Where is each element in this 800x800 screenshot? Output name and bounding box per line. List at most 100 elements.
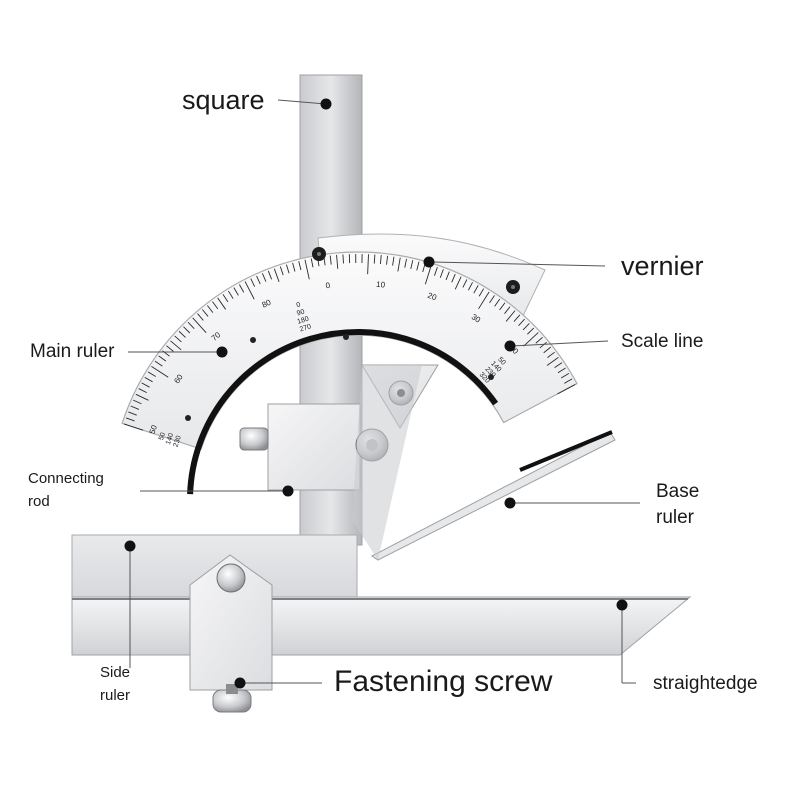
label-vernier: vernier	[621, 251, 704, 281]
main-ruler-tick	[170, 340, 182, 351]
main-ruler-tick	[478, 291, 490, 310]
main-ruler-ticks	[123, 254, 576, 431]
pointer-dots	[124, 98, 628, 689]
main-ruler-tick	[227, 290, 234, 299]
main-ruler-tick	[197, 313, 204, 321]
main-ruler-tick	[386, 255, 389, 265]
label-fastening-screw: Fastening screw	[334, 665, 553, 698]
main-ruler-tick	[261, 273, 267, 282]
main-ruler-tick	[462, 279, 468, 288]
main-ruler-inner-number: 50	[158, 432, 167, 442]
main-ruler: 01020304080706050 0901802705014023050140…	[121, 251, 578, 495]
main-ruler-tick	[174, 335, 182, 343]
main-ruler-number: 50	[148, 423, 160, 435]
main-ruler-inner-number: 50	[496, 356, 507, 367]
main-ruler-tick	[539, 341, 547, 349]
main-ruler-tick	[244, 281, 255, 300]
main-ruler-tick	[151, 366, 169, 378]
main-ruler-tick	[557, 367, 566, 374]
main-ruler-tick	[329, 255, 332, 265]
label-connecting-rod-line2: rod	[28, 493, 50, 510]
main-ruler-tick	[202, 309, 209, 317]
main-ruler-tick	[304, 259, 310, 280]
main-ruler-tick	[424, 265, 432, 285]
main-ruler-tick	[123, 423, 144, 431]
main-ruler-inner-number: 0	[296, 301, 302, 309]
main-ruler-tick	[397, 257, 401, 272]
label-square: square	[182, 85, 265, 115]
main-ruler-tick	[478, 288, 485, 297]
main-ruler-inner-number: 230	[173, 435, 183, 448]
label-scale-line: Scale line	[621, 331, 704, 352]
main-ruler-tick	[373, 254, 376, 264]
main-ruler-tick	[543, 346, 552, 354]
label-side-ruler-line2: ruler	[100, 687, 131, 704]
main-ruler-tick	[445, 271, 450, 281]
main-ruler-inner-number: 270	[299, 323, 312, 333]
main-ruler-number: 20	[426, 291, 438, 303]
main-ruler-tick	[546, 356, 559, 366]
main-ruler-tick	[564, 378, 573, 384]
main-ruler-tick	[133, 399, 142, 405]
main-ruler-tick	[222, 294, 229, 303]
main-ruler-tick	[454, 276, 462, 290]
main-ruler-tick	[467, 282, 473, 291]
main-ruler-tick	[183, 326, 191, 334]
leader-lines	[128, 99, 640, 684]
main-ruler-tick	[367, 254, 369, 275]
main-ruler-tick	[557, 384, 576, 395]
label-straightedge: straightedge	[653, 673, 758, 694]
base-ruler	[352, 365, 616, 561]
main-ruler-inner-number: 180	[297, 316, 310, 326]
fastening-block	[189, 554, 273, 713]
main-ruler-tick	[279, 266, 284, 276]
main-ruler-tick	[439, 269, 444, 278]
main-ruler-tick	[292, 262, 296, 272]
main-ruler-number: 10	[376, 280, 386, 290]
label-connecting-rod-line1: Connecting	[28, 470, 104, 487]
main-ruler-tick	[336, 254, 339, 269]
main-ruler-tick	[158, 355, 167, 362]
main-ruler-tick	[273, 268, 280, 282]
main-ruler-tick	[535, 336, 543, 344]
main-ruler-tick	[527, 327, 535, 335]
main-ruler-tick	[505, 310, 516, 322]
main-ruler-inner-number: 140	[165, 432, 175, 445]
main-ruler-number: 80	[261, 298, 273, 310]
main-ruler-tick	[267, 270, 273, 280]
main-ruler-tick	[404, 258, 407, 268]
main-ruler-tick	[523, 332, 539, 347]
main-ruler-tick	[192, 317, 207, 333]
main-ruler-tick	[513, 314, 521, 322]
main-ruler-tick	[489, 295, 495, 304]
main-ruler-tick	[434, 267, 438, 276]
main-ruler-tick	[286, 264, 290, 274]
main-ruler-tick	[522, 323, 530, 331]
main-ruler-inner-number: 90	[296, 309, 306, 318]
main-ruler-tick	[310, 258, 314, 268]
straightedge	[71, 596, 692, 656]
main-ruler-tick	[166, 345, 174, 352]
main-ruler-tick	[144, 376, 153, 383]
main-ruler-tick	[451, 273, 456, 283]
main-ruler-tick	[410, 260, 414, 270]
main-ruler-tick	[128, 411, 137, 416]
main-ruler-tick	[298, 261, 302, 271]
main-ruler-tick	[154, 360, 163, 367]
main-ruler-tick	[504, 306, 511, 314]
main-ruler-tick	[125, 417, 135, 422]
main-ruler-tick	[554, 362, 563, 368]
main-ruler-tick	[250, 278, 256, 287]
main-ruler-tick	[233, 287, 239, 296]
main-ruler-tick	[416, 261, 420, 271]
label-base-ruler-line2: ruler	[656, 507, 695, 528]
main-ruler-tick	[207, 305, 214, 313]
main-ruler-tick	[547, 351, 555, 358]
main-ruler-tick	[342, 254, 344, 264]
main-ruler-tick	[141, 382, 150, 388]
main-ruler-tick	[494, 298, 501, 307]
main-ruler-tick	[518, 318, 525, 326]
main-ruler-tick	[392, 256, 395, 266]
main-ruler-tick	[187, 321, 195, 329]
